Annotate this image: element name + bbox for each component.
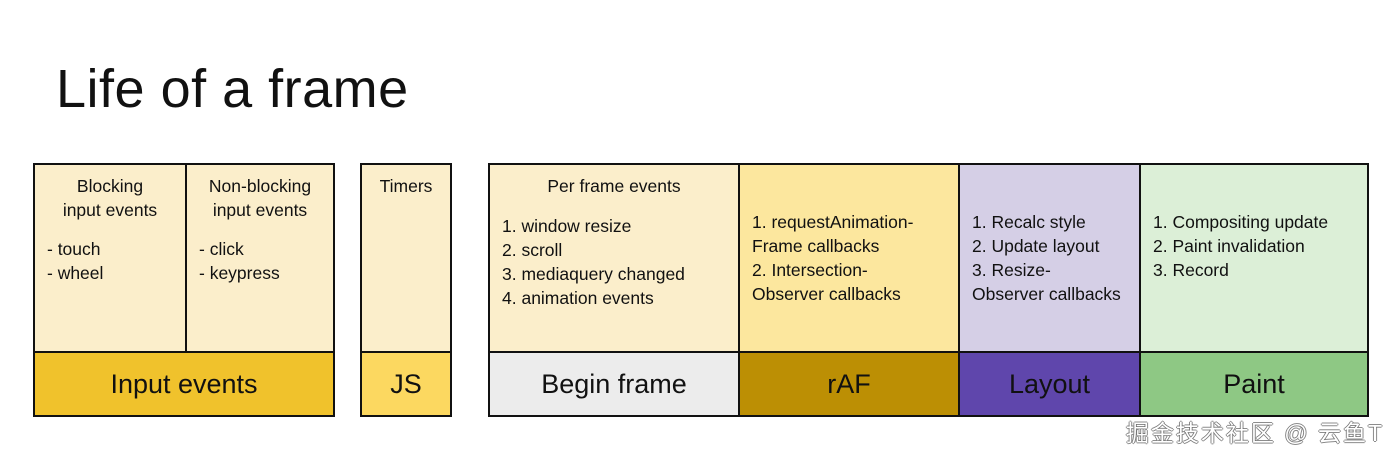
paint-list: 1. Compositing update 2. Paint invalidat… bbox=[1153, 211, 1355, 283]
stage-label-input-events: Input events bbox=[35, 353, 333, 415]
frame-lifecycle-diagram: Blocking input events - touch - wheel No… bbox=[0, 163, 1400, 419]
list-item: 2. Intersection- Observer callbacks bbox=[752, 259, 901, 304]
js-label-row: JS bbox=[362, 351, 450, 415]
list-item: - keypress bbox=[199, 263, 280, 284]
frame-pipeline-detail-row: Per frame events 1. window resize 2. scr… bbox=[490, 165, 1367, 351]
timers-detail-row: Timers bbox=[362, 165, 450, 351]
layout-list: 1. Recalc style 2. Update layout 3. Resi… bbox=[972, 211, 1127, 307]
stage-label-js: JS bbox=[362, 353, 450, 415]
list-item: - click bbox=[199, 239, 244, 260]
stage-label-begin-frame: Begin frame bbox=[490, 353, 738, 415]
non-blocking-input-events-heading: Non-blocking input events bbox=[208, 176, 312, 220]
raf-list: 1. requestAnimation- Frame callbacks 2. … bbox=[752, 211, 946, 307]
input-events-group: Blocking input events - touch - wheel No… bbox=[33, 163, 335, 417]
timers-cell: Timers bbox=[362, 165, 450, 351]
raf-cell: 1. requestAnimation- Frame callbacks 2. … bbox=[738, 165, 958, 351]
stage-label-paint: Paint bbox=[1139, 353, 1367, 415]
non-blocking-input-events-list: - click - keypress bbox=[199, 238, 321, 286]
blocking-input-events-cell: Blocking input events - touch - wheel bbox=[35, 165, 185, 351]
layout-cell: 1. Recalc style 2. Update layout 3. Resi… bbox=[958, 165, 1139, 351]
paint-cell: 1. Compositing update 2. Paint invalidat… bbox=[1139, 165, 1367, 351]
blocking-input-events-heading: Blocking input events bbox=[62, 176, 158, 220]
page-title: Life of a frame bbox=[56, 59, 409, 120]
list-item: 1. Compositing update bbox=[1153, 212, 1329, 232]
input-events-label-row: Input events bbox=[35, 351, 333, 415]
list-item: 2. Paint invalidation bbox=[1153, 235, 1305, 256]
list-item: 1. window resize bbox=[502, 215, 632, 236]
stage-label-raf: rAF bbox=[738, 353, 958, 415]
list-item: - wheel bbox=[47, 263, 104, 284]
watermark: 掘金技术社区 @ 云鱼T bbox=[1125, 420, 1384, 446]
begin-frame-list: 1. window resize 2. scroll 3. mediaquery… bbox=[502, 215, 726, 311]
non-blocking-input-events-cell: Non-blocking input events - click - keyp… bbox=[185, 165, 333, 351]
frame-pipeline-label-row: Begin frame rAF Layout Paint bbox=[490, 351, 1367, 415]
list-item: 4. animation events bbox=[502, 287, 654, 308]
list-item: - touch bbox=[47, 239, 101, 260]
blocking-input-events-list: - touch - wheel bbox=[47, 238, 173, 286]
js-group: Timers JS bbox=[360, 163, 452, 417]
list-item: 1. Recalc style bbox=[972, 212, 1086, 232]
frame-pipeline-group: Per frame events 1. window resize 2. scr… bbox=[488, 163, 1369, 417]
list-item: 2. Update layout bbox=[972, 235, 1100, 256]
list-item: 3. mediaquery changed bbox=[502, 263, 685, 284]
list-item: 2. scroll bbox=[502, 239, 563, 260]
list-item: 3. Record bbox=[1153, 259, 1229, 280]
list-item: 1. requestAnimation- Frame callbacks bbox=[752, 212, 914, 256]
stage-label-layout: Layout bbox=[958, 353, 1139, 415]
timers-heading: Timers bbox=[379, 176, 433, 196]
begin-frame-cell: Per frame events 1. window resize 2. scr… bbox=[490, 165, 738, 351]
list-item: 3. Resize- Observer callbacks bbox=[972, 259, 1121, 304]
input-events-detail-row: Blocking input events - touch - wheel No… bbox=[35, 165, 333, 351]
begin-frame-heading: Per frame events bbox=[547, 176, 681, 196]
